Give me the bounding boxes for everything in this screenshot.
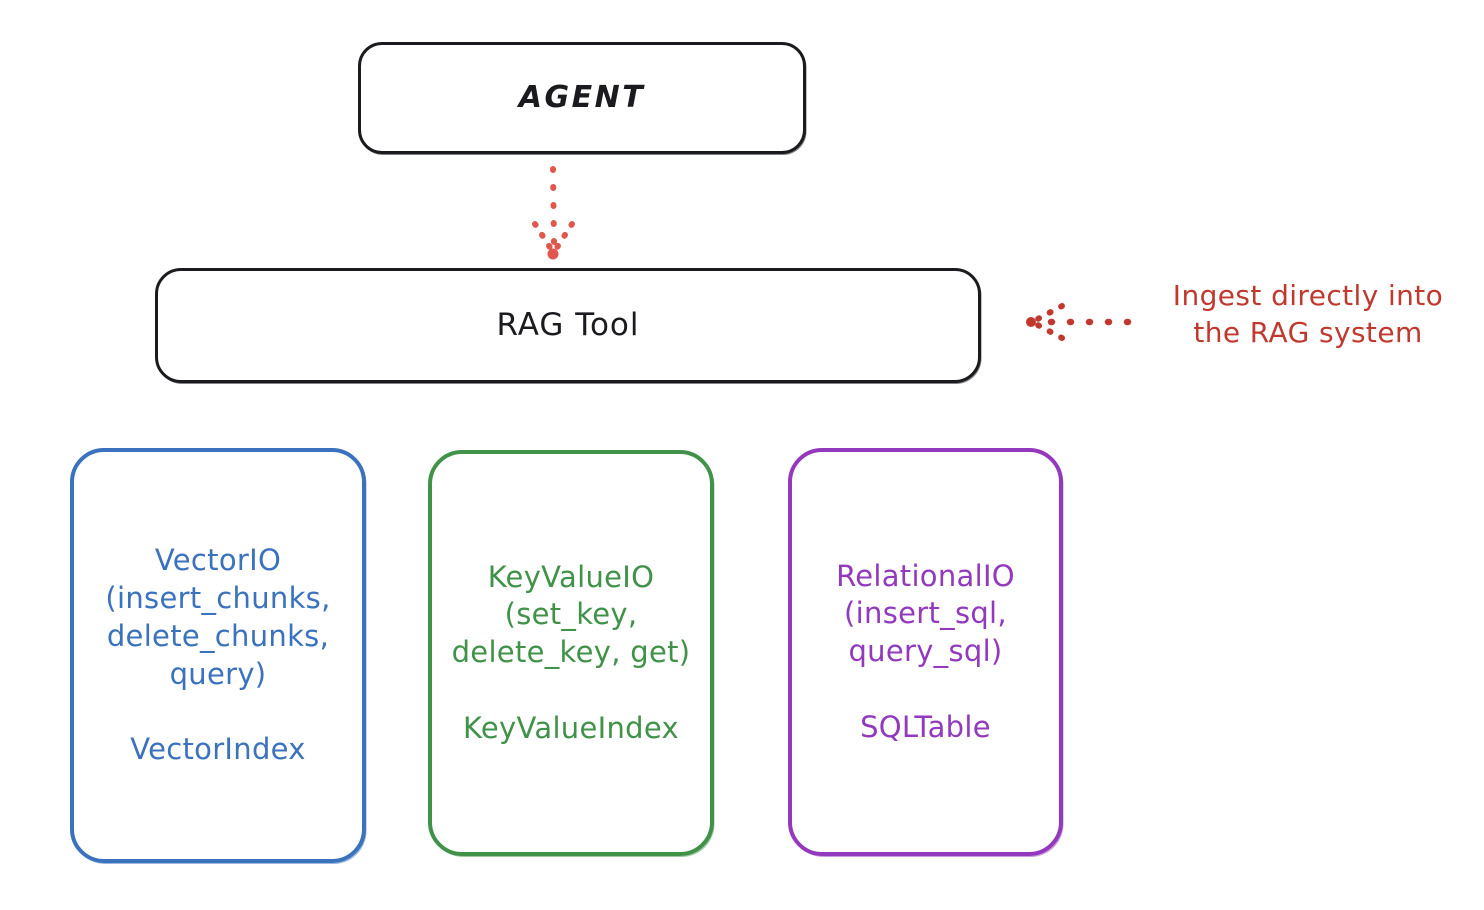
- annotation-ingest-text: Ingest directly into the RAG system: [1172, 279, 1444, 349]
- node-agent-label: AGENT: [518, 80, 646, 116]
- node-rag-tool[interactable]: RAG Tool: [155, 268, 981, 383]
- node-relational-io-label: RelationalIO (insert_sql, query_sql) SQL…: [836, 558, 1015, 744]
- node-agent[interactable]: AGENT: [358, 42, 806, 154]
- node-key-value-io[interactable]: KeyValueIO (set_key, delete_key, get) Ke…: [428, 450, 714, 856]
- node-key-value-io-label: KeyValueIO (set_key, delete_key, get) Ke…: [451, 559, 691, 745]
- node-vector-io[interactable]: VectorIO (insert_chunks, delete_chunks, …: [70, 448, 366, 863]
- node-vector-io-label: VectorIO (insert_chunks, delete_chunks, …: [105, 543, 331, 766]
- connector-agent-to-rag-tool-arrow: [532, 166, 575, 260]
- node-rag-tool-label: RAG Tool: [496, 306, 640, 343]
- connector-ingest-arrow: [1026, 303, 1132, 341]
- node-relational-io[interactable]: RelationalIO (insert_sql, query_sql) SQL…: [788, 448, 1063, 856]
